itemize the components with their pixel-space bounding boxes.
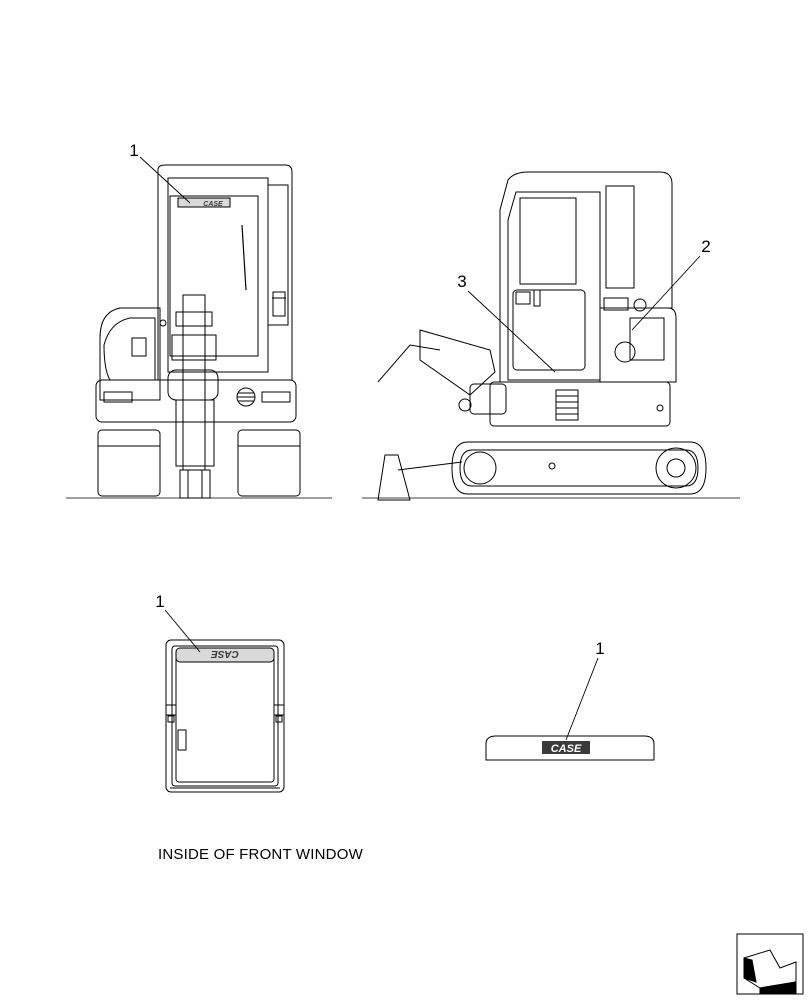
boom (183, 295, 205, 470)
upper-structure (490, 382, 670, 426)
rear-cab (158, 165, 292, 380)
callout-side-3: 3 (457, 272, 466, 291)
callout-rear-1: 1 (129, 141, 138, 160)
leader-line-side-3 (468, 291, 555, 372)
engine-hood (600, 308, 676, 382)
window-case-decal (176, 648, 274, 662)
side-cab (500, 172, 672, 382)
side-decal-2 (630, 318, 664, 360)
rear-case-logo: CASE (203, 201, 223, 208)
dozer-blade (378, 455, 410, 500)
side-arm (420, 330, 495, 395)
right-track (238, 430, 300, 496)
side-track (452, 442, 706, 494)
rear-window-pane (170, 196, 258, 356)
side-view-excavator: 2 3 (362, 172, 740, 500)
side-window (606, 186, 634, 288)
page-turn-arrow-icon[interactable] (737, 934, 803, 994)
idler-wheel (464, 452, 496, 484)
decal-case-logo: CASE (551, 743, 582, 755)
rear-case-decal (178, 198, 230, 207)
left-engine-cover (100, 308, 160, 400)
drive-sprocket (656, 448, 696, 488)
front-window-detail: CASE 1 (155, 592, 284, 792)
decal-shape (486, 736, 654, 760)
window-detail-caption: INSIDE OF FRONT WINDOW (158, 846, 363, 863)
callout-side-2: 2 (701, 237, 710, 256)
leader-line-decal-1 (566, 658, 598, 740)
window-frame (166, 640, 284, 792)
rear-view-excavator: CASE 1 (66, 141, 332, 498)
door-window (520, 198, 576, 284)
leader-line-rear-1 (140, 157, 190, 203)
window-case-logo: CASE (211, 648, 239, 659)
counterweight (96, 380, 296, 422)
callout-decal-1: 1 (595, 639, 604, 658)
case-decal-detail: CASE 1 (486, 639, 654, 760)
leader-line-window-1 (165, 610, 200, 652)
leader-line-side-2 (632, 256, 700, 330)
left-track (98, 430, 160, 496)
callout-window-1: 1 (155, 592, 164, 611)
